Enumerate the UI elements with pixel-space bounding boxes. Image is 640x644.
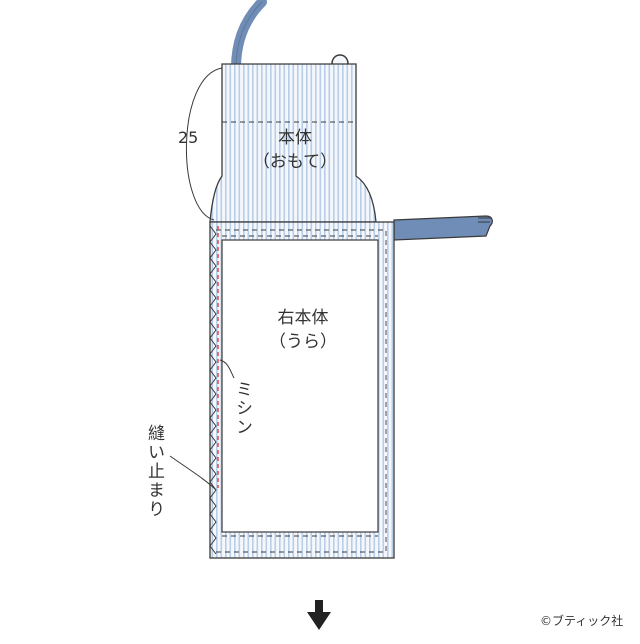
zigzag-seam	[209, 225, 217, 555]
main-panel-label-line1: 右本体	[277, 308, 329, 328]
main-panel-label-line2: （うら）	[269, 332, 337, 352]
backstitch-label: 縫い止まり	[144, 424, 164, 519]
copyright-text: ©ブティック社	[540, 614, 624, 628]
stitch-label: ミシン	[232, 380, 252, 437]
measure-label: 25	[178, 128, 199, 147]
main-panel-label: 右本体 （うら）	[248, 306, 358, 354]
stitch-outline	[216, 229, 387, 553]
top-strap	[231, 0, 267, 73]
down-arrow-icon	[307, 600, 331, 630]
stitch-leader	[219, 359, 235, 379]
measure-arc	[185, 67, 223, 221]
backstitch-leader	[169, 455, 217, 491]
top-panel-label-line1: 本体	[278, 128, 312, 148]
top-panel-label: 本体 （おもて）	[240, 126, 350, 174]
hanging-loop	[331, 54, 349, 65]
side-strap	[393, 215, 493, 241]
main-panel-inner	[221, 239, 379, 533]
top-panel-label-line2: （おもて）	[252, 152, 338, 172]
